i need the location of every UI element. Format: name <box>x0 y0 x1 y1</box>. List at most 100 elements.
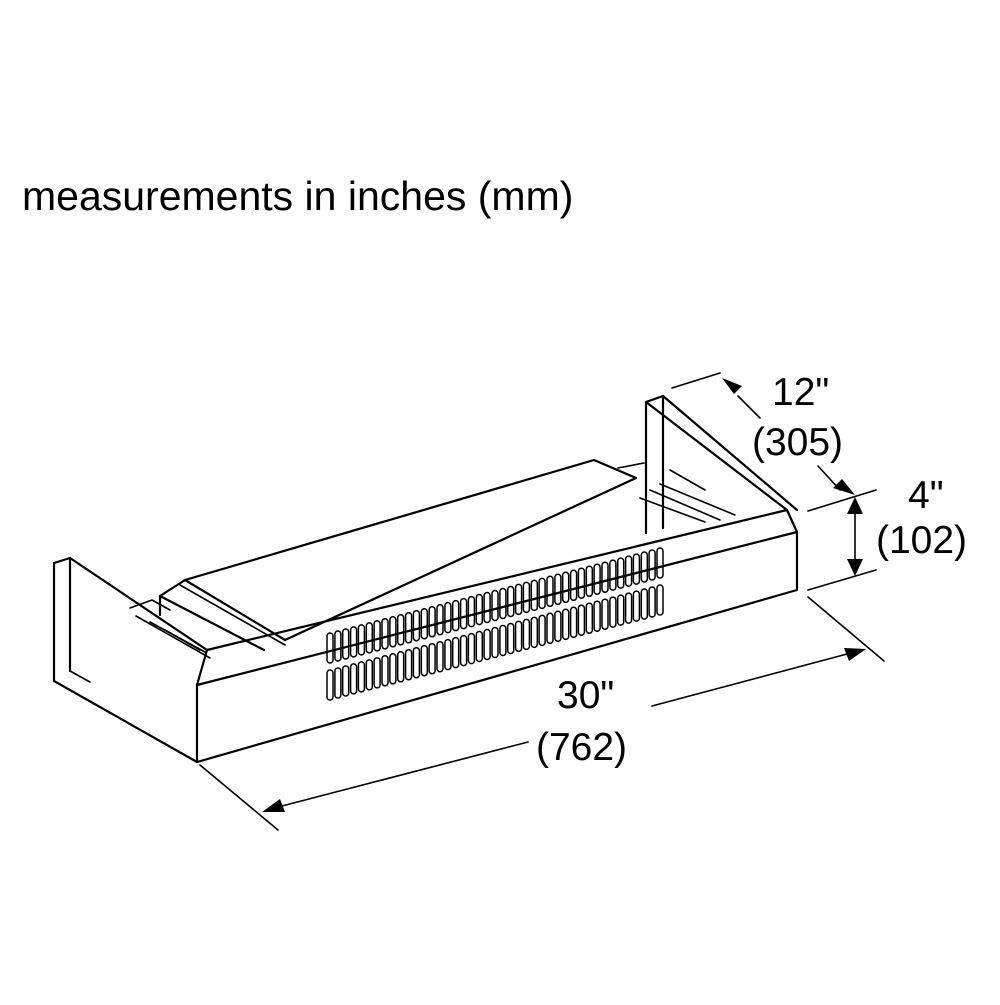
vent-slot <box>554 610 562 643</box>
vent-slot <box>593 563 601 595</box>
vent-slot <box>326 632 334 664</box>
vent-slot <box>381 655 389 687</box>
vent-slot <box>444 638 452 671</box>
vent-slot <box>522 581 531 614</box>
vent-slot <box>475 593 484 626</box>
vent-slot <box>506 585 515 618</box>
vent-slot <box>506 622 515 655</box>
vent-slot <box>530 616 539 649</box>
vent-slot <box>334 630 342 662</box>
vent-slot <box>381 618 389 650</box>
vent-slot <box>561 571 570 604</box>
vent-slot <box>389 653 397 685</box>
depth-inches-label: 12" <box>772 371 830 414</box>
vent-grille <box>326 547 664 701</box>
vent-slot <box>640 588 649 620</box>
vent-slot <box>601 561 609 593</box>
vent-slot <box>656 547 664 579</box>
blower-housing <box>158 458 638 652</box>
vent-slot <box>404 612 413 644</box>
inner-rails <box>129 462 736 659</box>
vent-slot <box>632 590 641 622</box>
vent-slot <box>404 649 413 681</box>
vent-slot <box>467 632 476 665</box>
vent-slot <box>334 667 342 699</box>
vent-slot <box>538 614 546 647</box>
vent-slot <box>326 669 334 701</box>
vent-slot <box>585 565 594 597</box>
vent-slot <box>569 606 578 639</box>
vent-slot <box>396 614 405 646</box>
vent-slot <box>632 553 641 585</box>
vent-slot <box>624 592 633 624</box>
vent-slot <box>451 599 460 632</box>
vent-slot <box>491 589 499 622</box>
vent-slot <box>341 665 350 697</box>
vent-slot <box>499 624 507 657</box>
front-panel <box>195 508 799 764</box>
vent-slot <box>514 620 523 653</box>
vent-slot <box>640 551 649 583</box>
vent-slot <box>577 567 586 599</box>
height-inches-label: 4" <box>908 474 944 517</box>
vent-slot <box>522 618 531 651</box>
vent-slot <box>341 628 350 660</box>
vent-slot <box>451 636 460 669</box>
height-mm-label: (102) <box>876 519 968 562</box>
height-dimension <box>807 497 877 591</box>
width-mm-label: (762) <box>536 726 628 769</box>
vent-slot <box>609 559 617 591</box>
width-dimension <box>199 596 885 831</box>
vent-slot <box>593 600 601 632</box>
vent-slot <box>624 555 633 587</box>
width-inches-label: 30" <box>557 674 615 717</box>
vent-slot <box>412 609 421 642</box>
vent-slot <box>483 591 491 624</box>
vent-slot <box>412 646 421 679</box>
vent-slot <box>428 605 436 638</box>
vent-slot <box>546 575 554 608</box>
vent-slot <box>436 603 444 636</box>
vent-slot <box>499 587 507 620</box>
vent-slot <box>561 608 570 641</box>
vent-slot <box>420 644 429 677</box>
vent-slot <box>530 579 539 612</box>
vent-slot <box>373 657 381 689</box>
vent-slot <box>467 595 476 628</box>
vent-slot <box>514 583 523 616</box>
vent-slot <box>444 601 452 634</box>
vent-slot <box>656 584 664 616</box>
vent-slot <box>609 596 617 628</box>
vent-slot <box>459 634 468 667</box>
vent-slot <box>554 573 562 606</box>
vent-slot <box>569 569 578 602</box>
vent-slot <box>601 598 609 630</box>
vent-slot <box>491 626 499 659</box>
depth-mm-label: (305) <box>752 421 844 464</box>
vent-slot <box>396 651 405 683</box>
vent-slot <box>475 630 484 663</box>
vent-slot <box>577 604 586 636</box>
vent-slot <box>648 586 656 618</box>
vent-slot <box>365 659 374 691</box>
vent-slot <box>616 557 625 589</box>
vent-slot <box>428 642 436 675</box>
vent-slot <box>616 594 625 626</box>
vent-slot <box>365 622 374 654</box>
right-end-panel <box>644 394 799 535</box>
vent-slot <box>436 640 444 673</box>
vent-slot <box>648 549 656 581</box>
vent-slot <box>349 626 358 658</box>
diagram-title: measurements in inches (mm) <box>22 173 574 219</box>
vent-slot <box>420 607 429 640</box>
vent-slot <box>357 624 366 656</box>
vent-slot <box>459 597 468 630</box>
vent-slot <box>538 577 546 610</box>
vent-slot <box>389 616 397 648</box>
vent-slot <box>483 628 491 661</box>
left-end-panel <box>52 556 209 764</box>
vent-slot <box>373 620 381 652</box>
vent-slot <box>357 661 366 693</box>
